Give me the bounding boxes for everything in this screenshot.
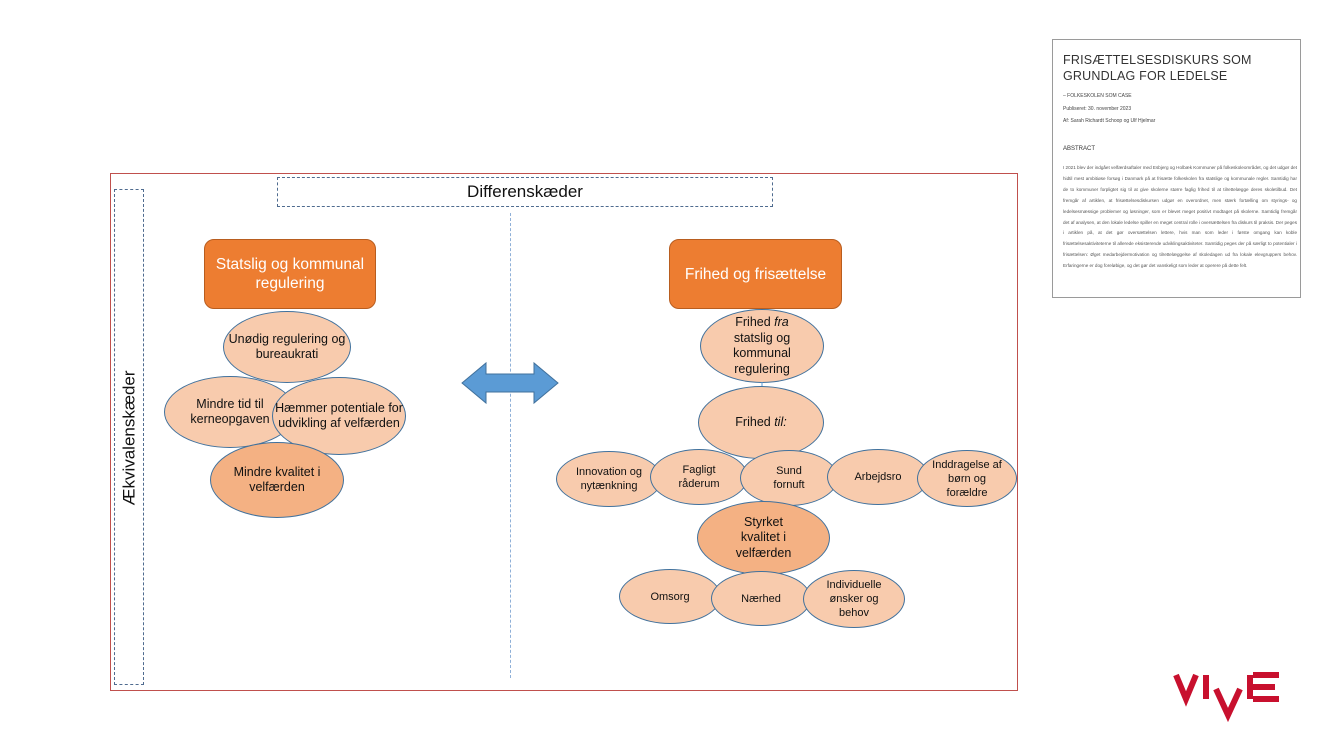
center-divider xyxy=(510,213,511,678)
node-haemmer-potentiale: Hæmmer potentiale for udvikling af velfæ… xyxy=(272,377,406,455)
node-inddragelse: Inddragelse af børn og forældre xyxy=(917,450,1017,507)
paper-published: Publiseret: 30. november 2023 xyxy=(1063,106,1132,112)
abstract-heading: ABSTRACT xyxy=(1063,146,1096,152)
node-styrket-kvalitet: Styrket kvalitet i velfærden xyxy=(697,501,830,575)
node-omsorg: Omsorg xyxy=(619,569,721,624)
node-arbejdsro: Arbejdsro xyxy=(827,449,929,505)
diagram-frame xyxy=(110,173,1018,691)
node-mindre-kvalitet: Mindre kvalitet i velfærden xyxy=(210,442,344,518)
node-naerhed: Nærhed xyxy=(711,571,811,626)
node-frihed-til: Frihed til: xyxy=(698,386,824,459)
paper-subtitle: – FOLKESKOLEN SOM CASE xyxy=(1063,93,1132,99)
left-header-box: Statslig og kommunal regulering xyxy=(204,239,376,309)
paper-title: FRISÆTTELSESDISKURS SOM GRUNDLAG FOR LED… xyxy=(1063,53,1252,83)
differenskaeder-label: Differenskæder xyxy=(277,177,773,207)
vive-logo xyxy=(1173,672,1279,723)
node-individuelle: Individuelle ønsker og behov xyxy=(803,570,905,628)
paper-abstract-card: FRISÆTTELSESDISKURS SOM GRUNDLAG FOR LED… xyxy=(1052,39,1301,298)
abstract-text: I 2021 blev der indgået velfærdsaftaler … xyxy=(1063,165,1297,269)
double-arrow-icon xyxy=(461,361,559,405)
right-header-box: Frihed og frisættelse xyxy=(669,239,842,309)
node-sund-fornuft: Sund fornuft xyxy=(740,450,838,506)
paper-authors: Af: Sarah Richardt Schoop og Ulf Hjelmar xyxy=(1063,118,1156,124)
aekvivalenskaeder-label: Ækvivalenskæder xyxy=(120,370,140,506)
node-frihed-fra: Frihed fra statslig og kommunal reguleri… xyxy=(700,309,824,383)
node-fagligt-raaderum: Fagligt råderum xyxy=(650,449,748,505)
node-unoedig-regulering: Unødig regulering og bureaukrati xyxy=(223,311,351,383)
aekvivalenskaeder-box: Ækvivalenskæder xyxy=(114,189,144,685)
node-innovation: Innovation og nytænkning xyxy=(556,451,662,507)
